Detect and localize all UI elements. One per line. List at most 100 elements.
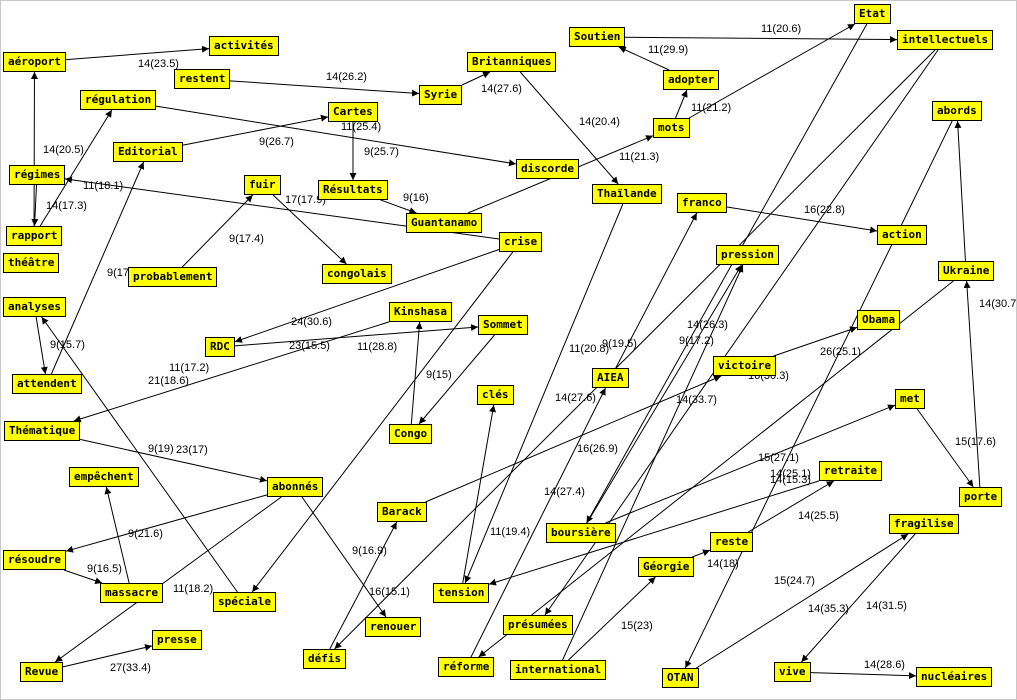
node-intellectuels[interactable]: intellectuels: [897, 30, 994, 50]
node-discorde[interactable]: discorde: [516, 159, 579, 179]
edge-probablement-fuir: [181, 194, 254, 268]
edge-crise-speciale: [251, 251, 514, 593]
node-defis[interactable]: défis: [303, 649, 347, 669]
edge-label-kinshasa-thematique: 11(17.2): [169, 362, 209, 374]
node-thematique[interactable]: Thématique: [4, 421, 81, 441]
node-action[interactable]: action: [877, 225, 927, 245]
node-pression[interactable]: pression: [716, 245, 779, 265]
node-etat[interactable]: Etat: [854, 4, 891, 24]
edge-label-regulation-discorde: 9(25.7): [364, 146, 399, 158]
node-thailande[interactable]: Thaïlande: [592, 184, 662, 204]
edge-label-resultats-guantanamo: 9(16): [403, 192, 429, 204]
node-reforme[interactable]: réforme: [438, 657, 495, 677]
node-franco[interactable]: franco: [677, 193, 727, 213]
edge-label-aeroport-activites: 14(23.5): [138, 58, 179, 70]
node-probablement[interactable]: probablement: [128, 267, 218, 287]
node-reste[interactable]: reste: [710, 532, 754, 552]
edge-label-revue-presse: 27(33.4): [110, 662, 151, 674]
node-soutien[interactable]: Soutien: [569, 27, 626, 47]
node-met[interactable]: met: [895, 389, 925, 409]
node-guantanamo[interactable]: Guantanamo: [406, 213, 483, 233]
node-congo[interactable]: Congo: [389, 424, 433, 444]
edge-crise-rdc: [234, 249, 500, 343]
node-rapport[interactable]: rapport: [6, 226, 63, 246]
node-crise[interactable]: crise: [499, 232, 543, 252]
node-revue[interactable]: Revue: [20, 662, 64, 682]
node-otan[interactable]: OTAN: [662, 668, 699, 688]
node-empechent[interactable]: empêchent: [69, 467, 139, 487]
node-editorial[interactable]: Editorial: [113, 142, 183, 162]
node-restent[interactable]: restent: [174, 69, 231, 89]
edge-barack-victoire: [425, 375, 722, 503]
edge-label-defis-barack: 9(16.9): [352, 545, 387, 557]
edge-label-franco-action: 16(22.8): [804, 204, 845, 216]
node-analyses[interactable]: analyses: [3, 297, 66, 317]
node-theatre[interactable]: théâtre: [3, 253, 60, 273]
edge-label-abonnes-resoudre: 23(17): [176, 444, 208, 456]
node-mots[interactable]: mots: [653, 118, 690, 138]
edge-ukraine-reforme: [478, 280, 954, 658]
edge-intellectuels-presumees: [544, 49, 939, 616]
node-cartes[interactable]: Cartes: [328, 102, 378, 122]
node-porte[interactable]: porte: [959, 487, 1003, 507]
node-attendent[interactable]: attendent: [12, 374, 82, 394]
edge-retraite-tension: [488, 480, 820, 586]
edge-boursiere-met: [605, 404, 896, 524]
node-abonnes[interactable]: abonnés: [267, 477, 324, 497]
edge-etat-boursiere: [586, 23, 868, 524]
edge-restent-syrie: [229, 80, 420, 97]
node-renouer[interactable]: renouer: [365, 617, 422, 637]
node-britanniques[interactable]: Britanniques: [467, 52, 557, 72]
edge-label-resoudre-massacre: 9(16.5): [87, 563, 122, 575]
edge-ukraine-abords: [954, 120, 966, 262]
edge-tension-cles: [462, 404, 497, 584]
edge-editorial-cartes: [182, 114, 329, 146]
node-barack[interactable]: Barack: [377, 502, 427, 522]
node-retraite[interactable]: retraite: [819, 461, 882, 481]
node-regulation[interactable]: régulation: [80, 90, 157, 110]
node-activites[interactable]: activités: [209, 36, 279, 56]
edge-label-cartes-resultats: 11(25.4): [341, 121, 381, 133]
node-international[interactable]: international: [510, 660, 607, 680]
node-tension[interactable]: tension: [433, 583, 490, 603]
node-aiea[interactable]: AIEA: [592, 368, 629, 388]
node-georgie[interactable]: Géorgie: [638, 557, 695, 577]
node-regimes[interactable]: régimes: [9, 165, 66, 185]
node-presse[interactable]: presse: [152, 630, 202, 650]
edge-international-pression: [562, 264, 744, 661]
edge-label-speciale-analyses: 21(18.6): [148, 375, 189, 387]
node-adopter[interactable]: adopter: [663, 70, 720, 90]
node-congolais[interactable]: congolais: [322, 264, 392, 284]
edge-franco-action: [726, 206, 878, 234]
node-cles[interactable]: clés: [477, 385, 514, 405]
node-resultats[interactable]: Résultats: [318, 180, 388, 200]
edge-label-editorial-cartes: 9(26.7): [259, 136, 294, 148]
edge-label-crise-regimes: 11(18.1): [83, 180, 123, 192]
node-kinshasa[interactable]: Kinshasa: [389, 302, 452, 322]
edge-label-ukraine-abords: 14(30.7): [979, 298, 1017, 310]
node-obama[interactable]: Obama: [857, 310, 901, 330]
node-victoire[interactable]: victoire: [713, 356, 776, 376]
edge-label-ukraine-reforme: 15(27.1): [758, 452, 799, 464]
node-speciale[interactable]: spéciale: [213, 592, 276, 612]
edge-label-intellectuels-presumees: 14(25.1): [770, 468, 811, 480]
node-fuir[interactable]: fuir: [244, 175, 281, 195]
node-sommet[interactable]: Sommet: [478, 315, 528, 335]
node-presumees[interactable]: présumées: [503, 615, 573, 635]
node-rdc[interactable]: RDC: [205, 337, 235, 357]
node-boursiere[interactable]: boursière: [546, 523, 616, 543]
node-ukraine[interactable]: Ukraine: [938, 261, 995, 281]
node-fragilise[interactable]: fragilise: [889, 514, 959, 534]
node-resoudre[interactable]: résoudre: [3, 550, 66, 570]
node-syrie[interactable]: Syrie: [419, 85, 463, 105]
edge-label-aiea-franco: 9(19.5): [602, 338, 637, 350]
node-abords[interactable]: abords: [932, 101, 982, 121]
node-nucleaires[interactable]: nucléaires: [916, 667, 993, 687]
node-massacre[interactable]: massacre: [100, 583, 163, 603]
edge-label-mots-adopter: 11(21.2): [691, 102, 731, 114]
node-vive[interactable]: vive: [774, 662, 811, 682]
edge-fragilise-vive: [801, 533, 916, 663]
edge-label-intellectuels-defis: 11(20.8): [569, 343, 609, 355]
node-aeroport[interactable]: aéroport: [3, 52, 66, 72]
